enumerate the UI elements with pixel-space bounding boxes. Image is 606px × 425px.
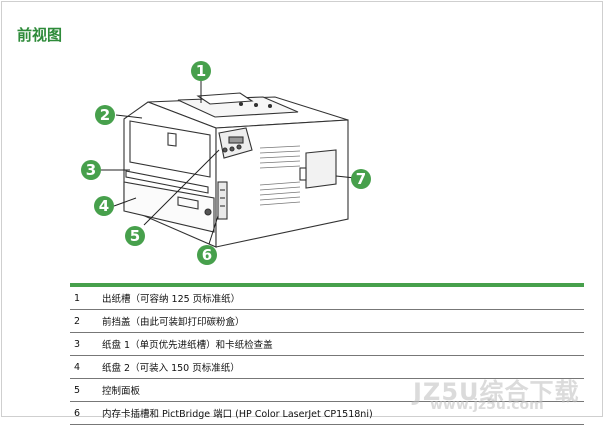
callout-3: 3 xyxy=(81,160,101,180)
table-row: 3 纸盘 1（单页优先进纸槽）和卡纸检查盖 xyxy=(70,332,584,356)
callout-1: 1 xyxy=(191,61,211,81)
row-description: 控制面板 xyxy=(102,378,584,402)
callout-7-label: 7 xyxy=(356,170,366,188)
page-title: 前视图 xyxy=(17,26,63,44)
callout-2: 2 xyxy=(95,105,115,125)
callout-3-label: 3 xyxy=(86,161,96,179)
callout-6-label: 6 xyxy=(202,246,212,264)
callout-4: 4 xyxy=(94,196,114,216)
row-description: 纸盘 2（可装入 150 页标准纸） xyxy=(102,355,584,379)
row-description: 出纸槽（可容纳 125 页标准纸） xyxy=(102,283,584,310)
row-number: 1 xyxy=(70,283,102,310)
callout-1-label: 1 xyxy=(196,62,206,80)
row-number: 5 xyxy=(70,378,102,402)
callout-6: 6 xyxy=(197,245,217,265)
printer-illustration xyxy=(123,92,349,248)
table-row: 1 出纸槽（可容纳 125 页标准纸） xyxy=(70,283,584,310)
row-number: 2 xyxy=(70,309,102,333)
table-row: 2 前挡盖（由此可装卸打印碳粉盒） xyxy=(70,309,584,333)
callout-4-label: 4 xyxy=(99,197,109,215)
row-number: 3 xyxy=(70,332,102,356)
callout-5: 5 xyxy=(125,226,145,246)
callout-5-label: 5 xyxy=(130,227,140,245)
row-number: 6 xyxy=(70,401,102,425)
callout-2-label: 2 xyxy=(100,106,110,124)
callout-7: 7 xyxy=(351,169,371,189)
row-description: 纸盘 1（单页优先进纸槽）和卡纸检查盖 xyxy=(102,332,584,356)
row-description: 前挡盖（由此可装卸打印碳粉盒） xyxy=(102,309,584,333)
watermark-url: www.jz5u.com xyxy=(430,397,544,413)
watermark-logo: JZ5U综合下载 xyxy=(413,378,580,406)
legend-table: 1 出纸槽（可容纳 125 页标准纸） 2 前挡盖（由此可装卸打印碳粉盒） 3 … xyxy=(70,283,584,425)
table-row: 5 控制面板 xyxy=(70,378,584,402)
table-row: 4 纸盘 2（可装入 150 页标准纸） xyxy=(70,355,584,379)
row-number: 4 xyxy=(70,355,102,379)
